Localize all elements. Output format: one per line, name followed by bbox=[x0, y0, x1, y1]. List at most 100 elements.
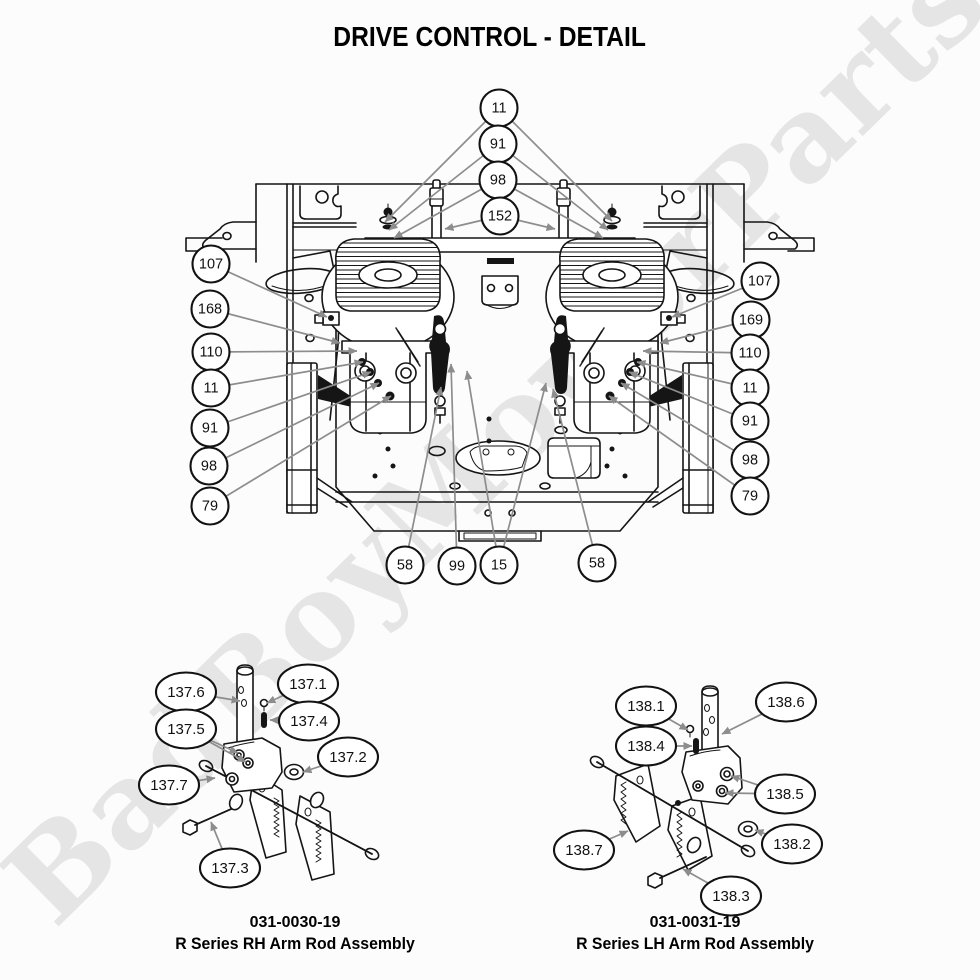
callout-138.1: 138.1 bbox=[614, 685, 678, 727]
callout-138.7: 138.7 bbox=[552, 829, 616, 871]
leader-line bbox=[628, 371, 751, 422]
callout-bubble bbox=[730, 476, 770, 516]
callout-number: 98 bbox=[490, 173, 506, 189]
callout-169: 169 bbox=[731, 300, 771, 340]
callout-number: 138.3 bbox=[712, 888, 750, 905]
callout-137.6: 137.6 bbox=[154, 671, 218, 713]
callout-107: 107 bbox=[740, 261, 780, 301]
main-diagram-callouts: 1191981521071681101191987910716911011919… bbox=[189, 88, 780, 586]
callout-bubble bbox=[154, 708, 218, 750]
leader-line bbox=[210, 347, 358, 356]
callout-137.1: 137.1 bbox=[276, 663, 340, 705]
rh-assembly-callouts: 137.6 137.1 137.4 137.5 137.2 137.7 137.3 bbox=[137, 663, 380, 889]
callout-number: 137.4 bbox=[290, 713, 328, 730]
callout-98: 98 bbox=[478, 160, 518, 200]
callout-bubble bbox=[577, 543, 617, 583]
callout-107: 107 bbox=[191, 244, 231, 284]
callout-bubble bbox=[316, 736, 380, 778]
leader-line bbox=[209, 395, 392, 507]
callout-number: 138.2 bbox=[773, 836, 811, 853]
callout-bubble bbox=[754, 681, 818, 723]
lh-assembly-label: 031-0031-19 R Series LH Arm Rod Assembly bbox=[545, 913, 845, 955]
callout-bubble bbox=[479, 545, 519, 585]
callout-98: 98 bbox=[189, 446, 229, 486]
callout-number: 138.1 bbox=[627, 698, 665, 715]
callout-11: 11 bbox=[730, 368, 770, 408]
main-diagram-art bbox=[185, 179, 815, 542]
callout-bubble bbox=[437, 546, 477, 586]
callout-138.6: 138.6 bbox=[754, 681, 818, 723]
leader-line bbox=[497, 179, 604, 239]
callout-number: 152 bbox=[488, 209, 512, 225]
callout-bubble bbox=[730, 401, 770, 441]
callout-number: 58 bbox=[397, 558, 413, 574]
leader-line bbox=[209, 308, 341, 345]
leader-line bbox=[208, 382, 380, 467]
callout-11: 11 bbox=[479, 88, 519, 128]
leader-line bbox=[388, 143, 499, 231]
callout-110: 110 bbox=[191, 332, 231, 372]
callout-79: 79 bbox=[730, 476, 770, 516]
leader-line bbox=[497, 143, 609, 231]
callout-number: 138.5 bbox=[766, 786, 804, 803]
callout-number: 107 bbox=[199, 257, 223, 273]
callout-138.4: 138.4 bbox=[614, 725, 678, 767]
callout-bubble bbox=[385, 545, 425, 585]
callout-number: 137.2 bbox=[329, 749, 367, 766]
callout-number: 79 bbox=[742, 489, 758, 505]
callout-bubble bbox=[198, 847, 262, 889]
callout-15: 15 bbox=[479, 545, 519, 585]
leader-line bbox=[498, 382, 548, 566]
callout-110: 110 bbox=[730, 333, 770, 373]
page-title: DRIVE CONTROL - DETAIL bbox=[333, 21, 647, 52]
callout-137.4: 137.4 bbox=[277, 700, 341, 742]
callout-number: 137.3 bbox=[211, 860, 249, 877]
callout-11: 11 bbox=[191, 368, 231, 408]
callout-bubble bbox=[191, 368, 231, 408]
callout-number: 107 bbox=[748, 274, 772, 290]
callout-number: 168 bbox=[198, 302, 222, 318]
callout-number: 137.7 bbox=[150, 777, 188, 794]
callout-91: 91 bbox=[730, 401, 770, 441]
callout-137.7: 137.7 bbox=[137, 764, 201, 806]
lh-arm-rod-art bbox=[589, 685, 759, 889]
pump-assembly bbox=[314, 203, 455, 434]
leader-line bbox=[404, 386, 444, 566]
callout-bubble bbox=[190, 289, 230, 329]
callout-number: 98 bbox=[742, 453, 758, 469]
callout-number: 98 bbox=[201, 459, 217, 475]
callout-138.3: 138.3 bbox=[699, 875, 763, 917]
leader-line bbox=[393, 179, 499, 239]
callout-number: 11 bbox=[203, 381, 218, 397]
leader-line bbox=[608, 395, 751, 497]
leader-line bbox=[620, 382, 751, 461]
callout-number: 137.1 bbox=[289, 676, 327, 693]
callout-bubble bbox=[480, 196, 520, 236]
leader-line bbox=[447, 363, 458, 567]
leader-line bbox=[210, 359, 364, 389]
lh-assembly-callouts: 138.1 138.6 138.4 138.5 138.2 138.7 138.3 bbox=[552, 681, 824, 917]
callout-138.2: 138.2 bbox=[760, 823, 824, 865]
callout-137.5: 137.5 bbox=[154, 708, 218, 750]
callout-91: 91 bbox=[190, 408, 230, 448]
callout-99: 99 bbox=[437, 546, 477, 586]
callout-number: 138.6 bbox=[767, 694, 805, 711]
callout-number: 58 bbox=[589, 556, 605, 572]
callout-bubble bbox=[614, 725, 678, 767]
callout-91: 91 bbox=[478, 124, 518, 164]
callout-number: 137.6 bbox=[167, 684, 205, 701]
leader-line bbox=[209, 371, 372, 429]
rh-part-name: R Series RH Arm Rod Assembly bbox=[175, 934, 415, 953]
callout-137.3: 137.3 bbox=[198, 847, 262, 889]
callout-number: 138.7 bbox=[565, 842, 603, 859]
callout-number: 91 bbox=[490, 137, 506, 153]
rh-assembly-label: 031-0030-19 R Series RH Arm Rod Assembly bbox=[145, 913, 445, 955]
rh-part-number: 031-0030-19 bbox=[249, 914, 341, 931]
callout-bubble bbox=[760, 823, 824, 865]
callout-number: 11 bbox=[491, 101, 506, 117]
callout-bubble bbox=[190, 486, 230, 526]
callout-number: 110 bbox=[738, 346, 761, 362]
callout-number: 110 bbox=[199, 345, 222, 361]
callout-168: 168 bbox=[190, 289, 230, 329]
